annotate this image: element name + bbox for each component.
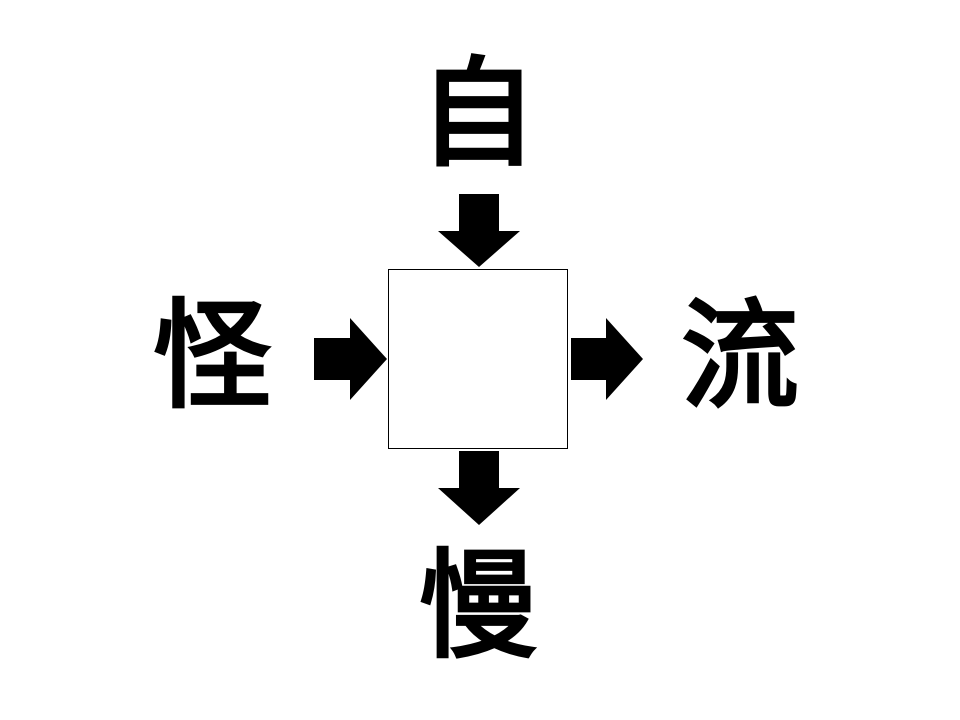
kanji-left: 怪 [152, 287, 271, 425]
arrow-right-icon [314, 318, 387, 400]
kanji-top: 自 [418, 45, 537, 183]
arrow-down-icon [438, 194, 520, 267]
kanji-bottom: 慢 [418, 537, 537, 675]
kanji-right: 流 [680, 287, 799, 425]
arrow-right-icon [571, 318, 643, 400]
answer-box[interactable] [388, 269, 568, 449]
arrow-down-icon [438, 451, 520, 525]
